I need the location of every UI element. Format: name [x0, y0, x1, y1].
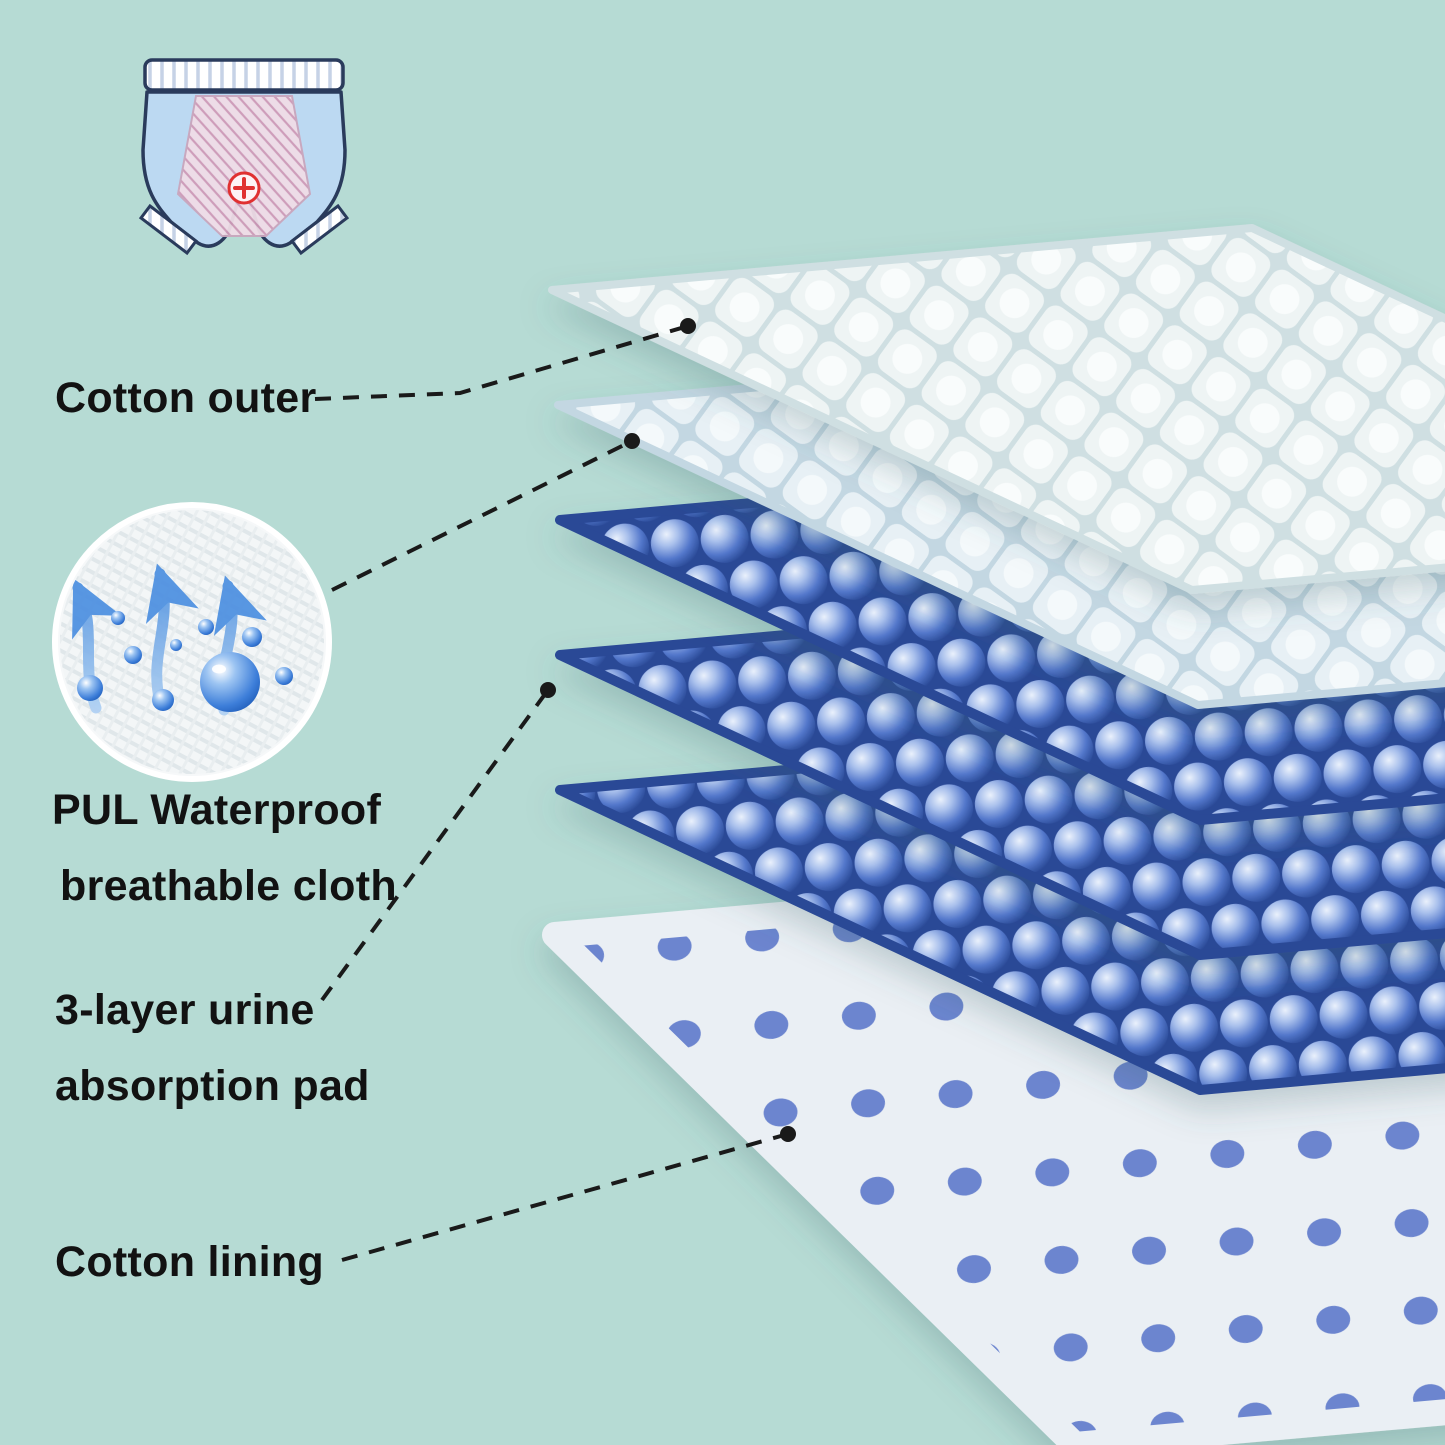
cotton-outer-layer	[548, 224, 1445, 594]
leader-dot-absorption-pad	[540, 682, 556, 698]
leader-line-absorption-pad	[320, 688, 550, 1002]
training-pants-icon	[138, 58, 350, 256]
label-pul-waterproof-line2: breathable cloth	[60, 862, 397, 910]
leader-dots	[540, 318, 796, 1142]
water-droplets	[77, 611, 293, 712]
label-cotton-lining: Cotton lining	[55, 1238, 324, 1286]
leader-dot-cotton-lining	[780, 1126, 796, 1142]
label-absorption-line2: absorption pad	[55, 1062, 370, 1110]
leader-dot-cotton-outer	[680, 318, 696, 334]
waterproof-breathable-icon	[52, 502, 332, 782]
fabric-texture	[60, 510, 324, 774]
leader-line-cotton-outer	[314, 324, 689, 401]
label-cotton-outer: Cotton outer	[55, 374, 317, 422]
leader-dot-pul-waterproof	[624, 433, 640, 449]
leader-line-cotton-lining	[341, 1132, 789, 1262]
pants-right-cuff	[289, 203, 350, 256]
pants-left-cuff	[138, 203, 199, 256]
pants-absorbent-zone	[176, 95, 312, 237]
pants-waistband	[143, 58, 345, 92]
label-pul-waterproof-line1: PUL Waterproof	[52, 786, 382, 834]
label-absorption-line1: 3-layer urine	[55, 986, 315, 1034]
leader-lines	[314, 324, 789, 1262]
layer-stack	[542, 224, 1445, 1445]
